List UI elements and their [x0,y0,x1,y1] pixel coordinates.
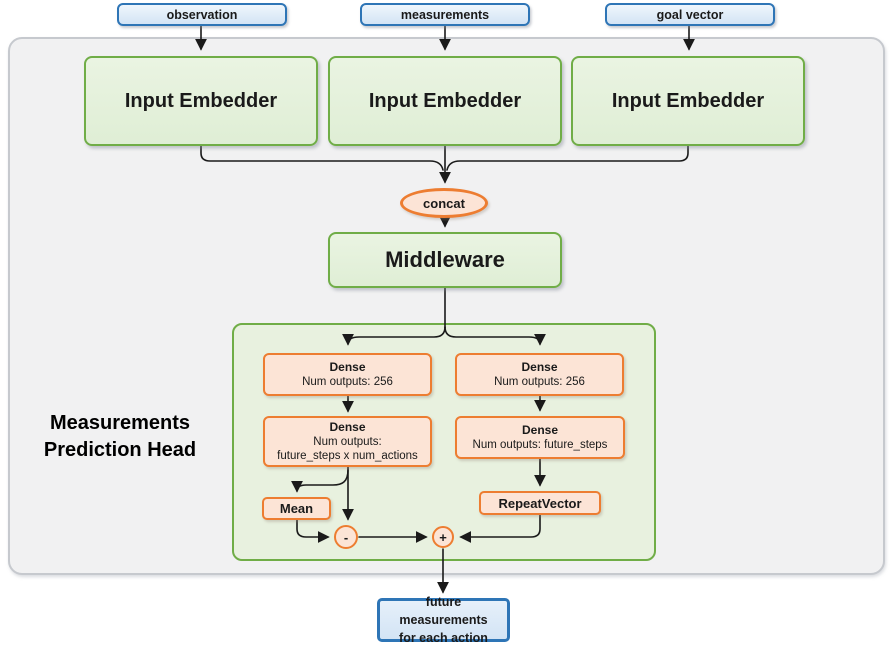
repeat-vector-node: RepeatVector [479,491,601,515]
input-tag-observation: observation [117,3,287,26]
input-embedder-1: Input Embedder [84,56,318,146]
concat-node: concat [400,188,488,218]
mean-label: Mean [279,501,314,516]
input-embedder-3: Input Embedder [571,56,805,146]
dense-right-1-title: Dense [521,359,558,374]
add-node: + [432,526,454,548]
input-embedder-3-label: Input Embedder [611,89,765,112]
dense-right-1-outputs: Num outputs: 256 [494,375,585,388]
input-tag-measurements: measurements [360,3,530,26]
output-tag-line2: for each action [399,631,488,646]
repeat-vector-label: RepeatVector [498,495,582,511]
input-tag-observation-label: observation [166,7,238,22]
dense-left-1-outputs: Num outputs: 256 [302,375,393,388]
dense-left-2: Dense Num outputs: future_steps x num_ac… [263,416,432,467]
dense-left-2-outputs-2: future_steps x num_actions [277,450,418,462]
input-tag-measurements-label: measurements [400,7,490,22]
mean-node: Mean [262,497,331,520]
add-label: + [439,529,447,545]
subtract-node: - [334,525,358,549]
dense-left-1: Dense Num outputs: 256 [263,353,432,396]
input-embedder-1-label: Input Embedder [124,89,278,112]
dense-left-2-outputs: Num outputs: [313,435,382,448]
dense-left-1-title: Dense [329,359,366,374]
prediction-head-title-line1: Measurements [49,412,191,434]
prediction-head-title-line2: Prediction Head [43,439,197,461]
input-embedder-2-label: Input Embedder [368,89,522,112]
concat-label: concat [423,195,465,211]
dense-left-2-title: Dense [329,419,366,434]
output-tag: future measurements for each action [377,595,510,645]
middleware-node: Middleware [328,232,562,288]
input-tag-goal-vector: goal vector [605,3,775,26]
dense-right-1: Dense Num outputs: 256 [455,353,624,396]
dense-right-2: Dense Num outputs: future_steps [455,416,625,459]
middleware-label: Middleware [385,247,505,272]
input-tag-goal-vector-label: goal vector [656,7,724,22]
subtract-label: - [343,529,349,545]
input-embedder-2: Input Embedder [328,56,562,146]
dense-right-2-outputs: Num outputs: future_steps [472,438,608,451]
dense-right-2-title: Dense [521,422,559,437]
output-tag-line1: future measurements [399,594,488,627]
prediction-head-title: Measurements Prediction Head [15,410,225,464]
